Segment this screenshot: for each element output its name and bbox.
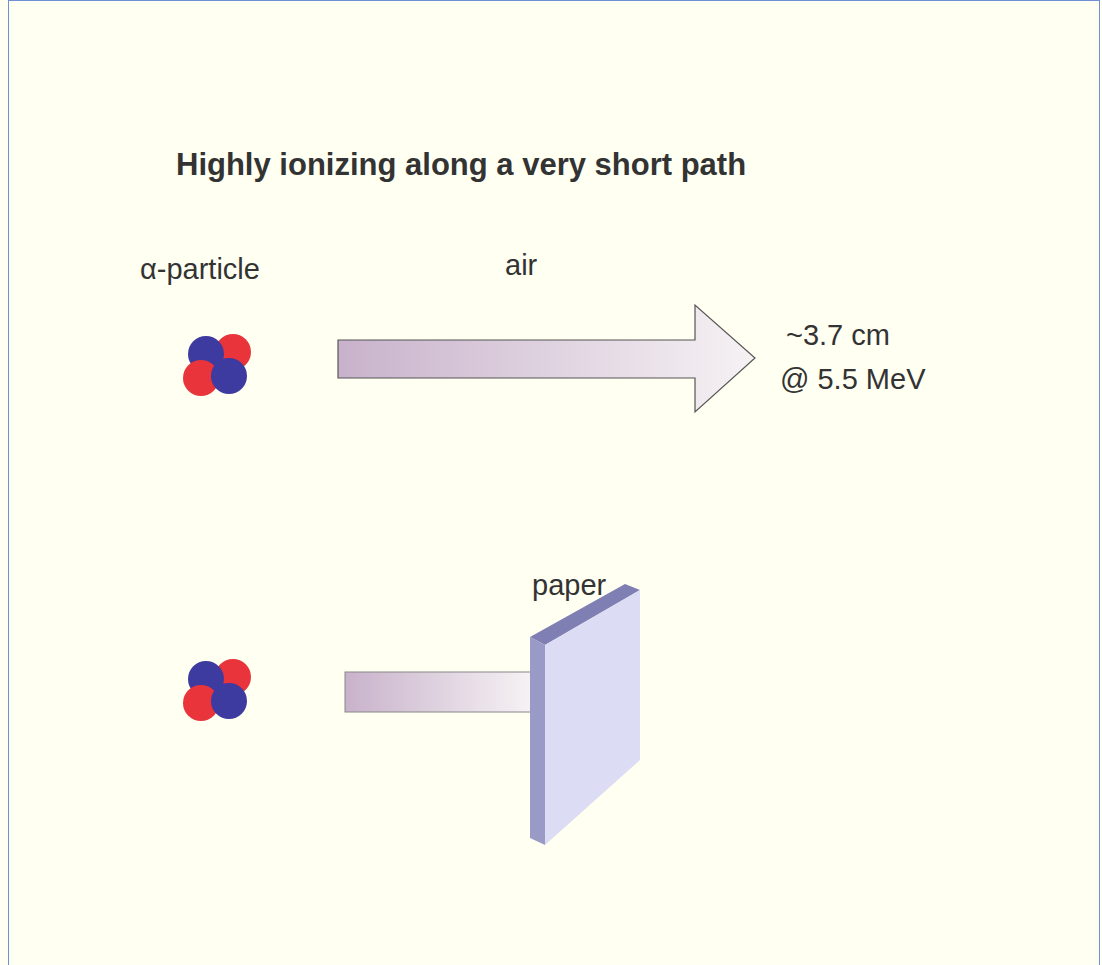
frame: [9, 1, 1100, 965]
alpha-particle-icon: [183, 659, 251, 721]
absorber-label: paper: [532, 568, 606, 603]
alpha-particle-icon: [183, 334, 251, 396]
range-value: ~3.7 cm: [786, 318, 890, 353]
stopped-beam: [345, 672, 531, 712]
range-arrow: [338, 305, 755, 412]
paper-sheet: [530, 584, 640, 845]
medium-label: air: [505, 248, 537, 283]
diagram-title: Highly ionizing along a very short path: [176, 146, 746, 183]
energy-value: @ 5.5 MeV: [780, 362, 926, 397]
particle-label: α-particle: [140, 252, 260, 287]
